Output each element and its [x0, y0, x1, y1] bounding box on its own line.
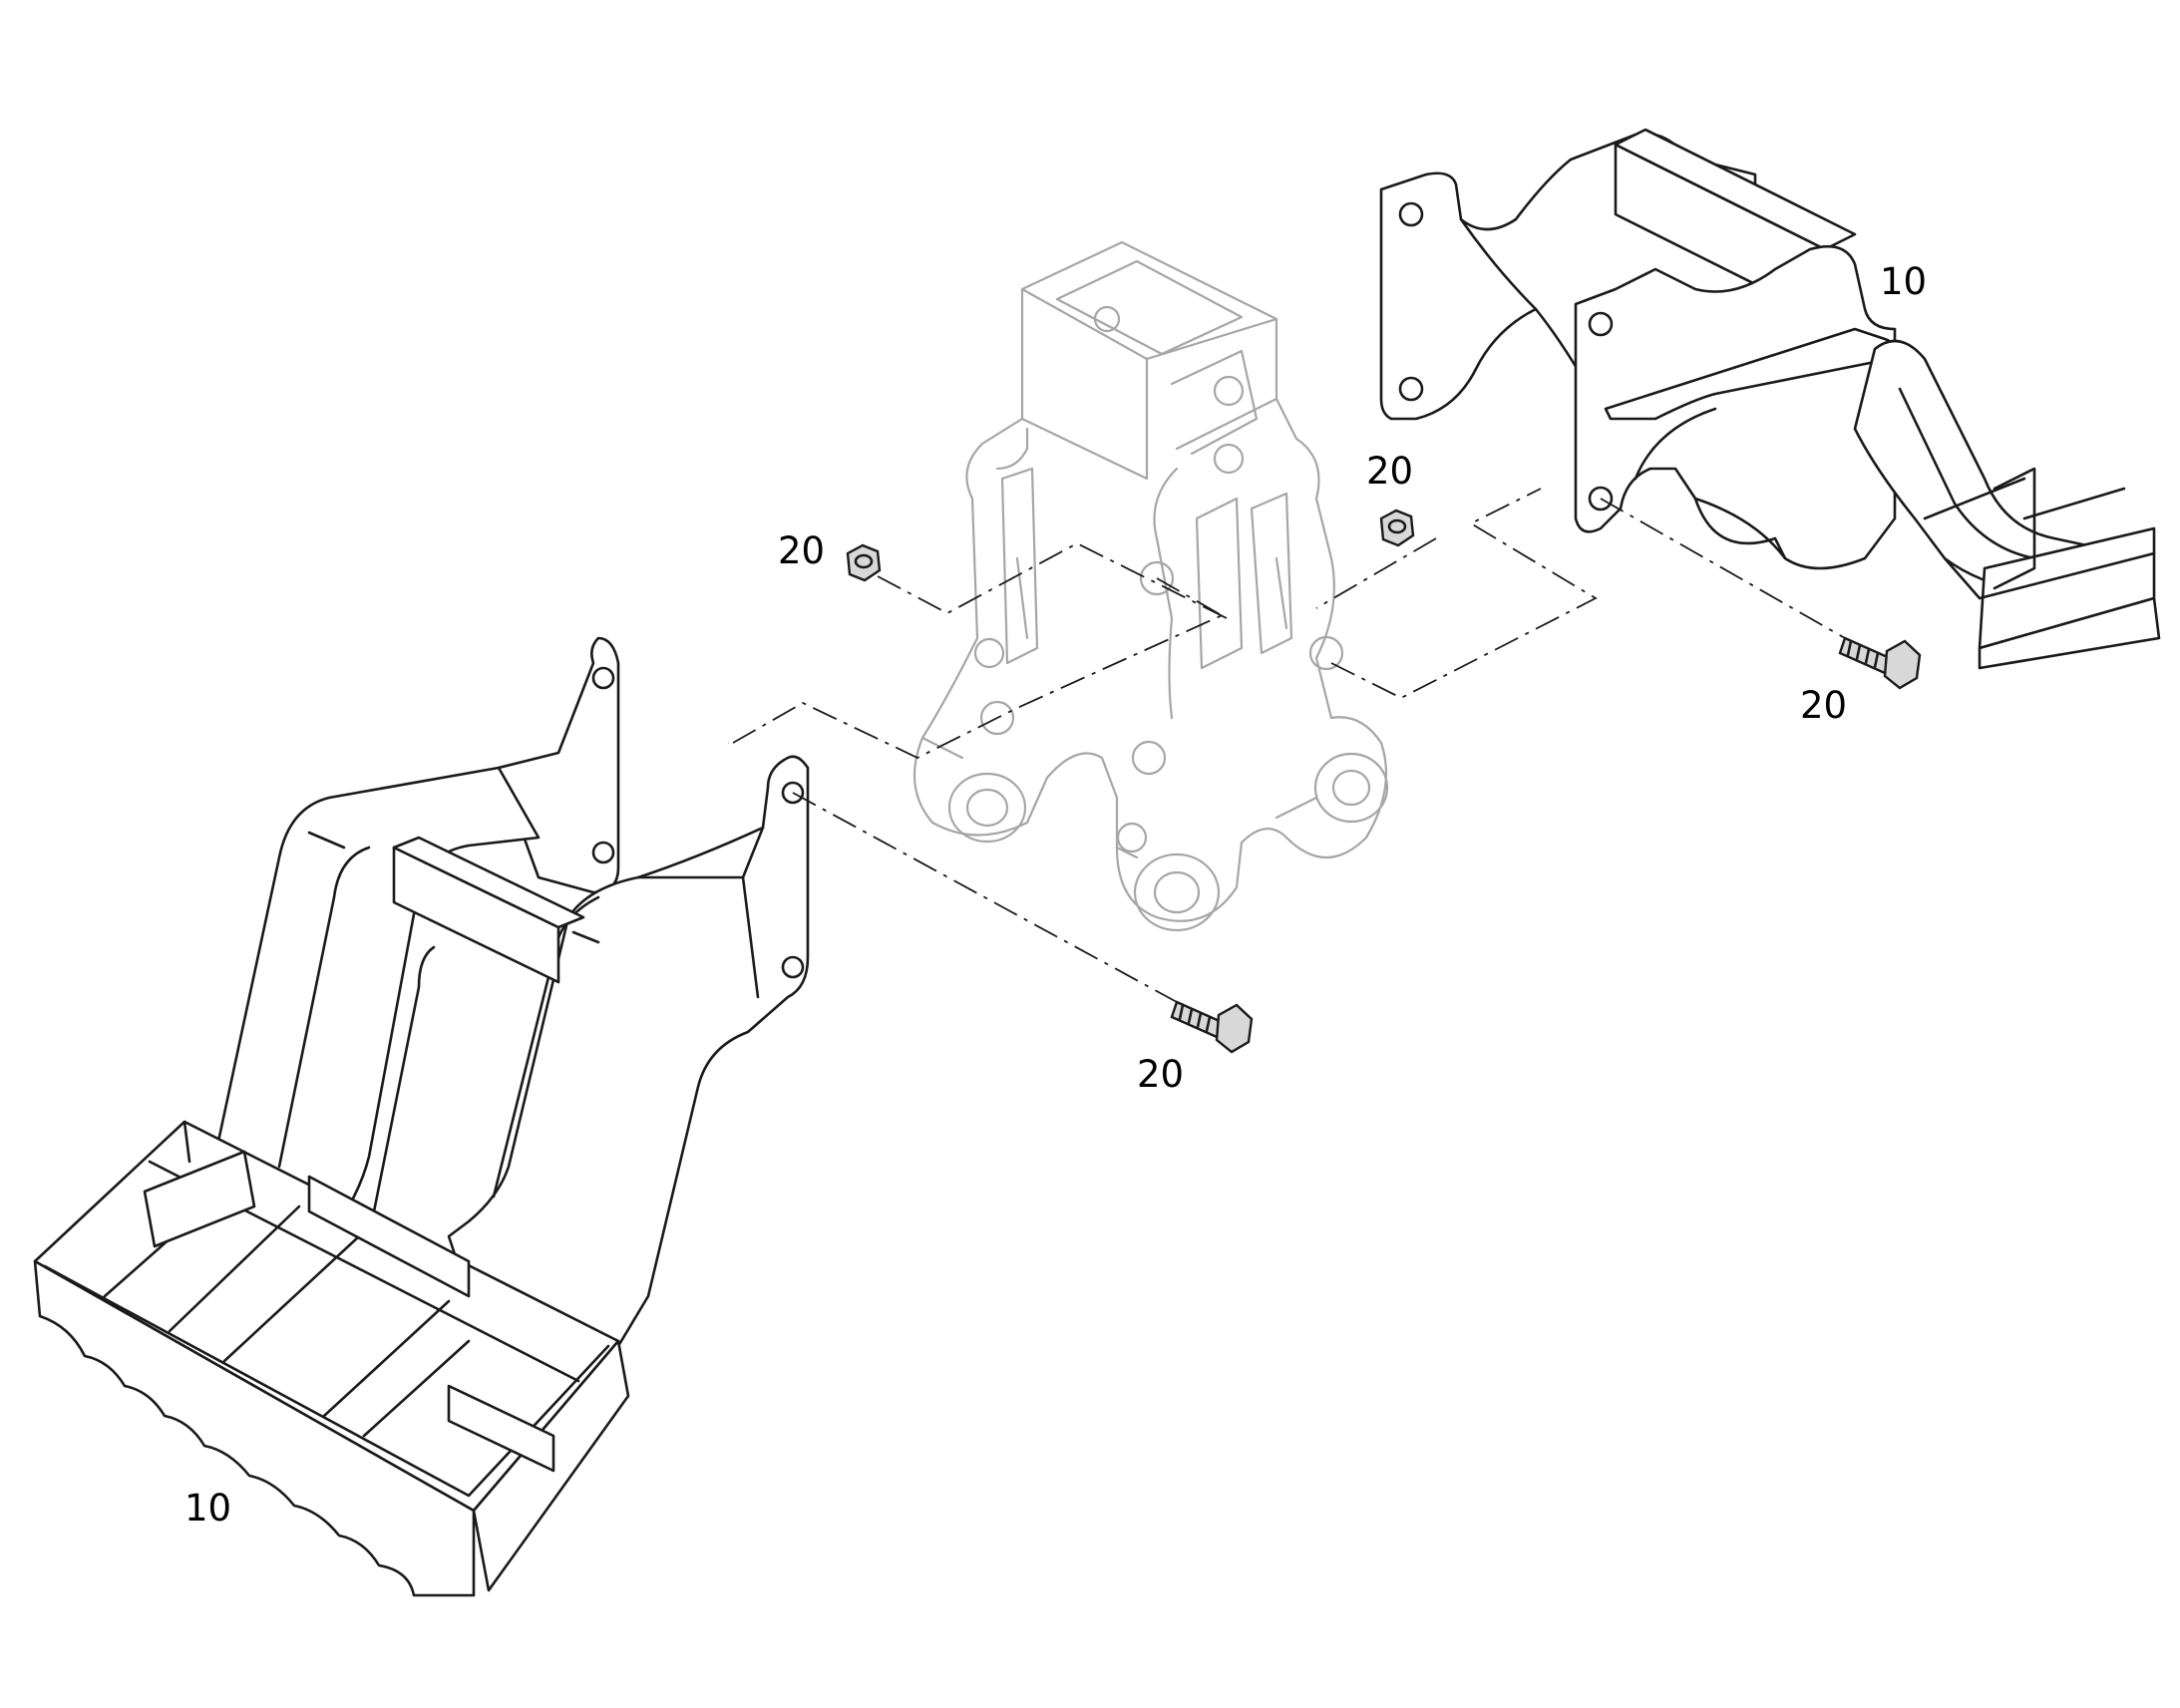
nut-right [1379, 509, 1415, 547]
nut-left [846, 543, 882, 582]
bolt-right [1838, 636, 1922, 690]
bolt-center [1170, 1000, 1254, 1054]
callout-20-nut-left: 20 [778, 529, 825, 572]
step-left [33, 636, 810, 1597]
callout-10-left: 10 [184, 1487, 231, 1530]
callout-20-bolt-right: 20 [1800, 684, 1847, 727]
assembly-lines [732, 488, 1846, 1003]
callout-20-nut-right: 20 [1366, 450, 1413, 493]
step-right [1379, 128, 2161, 670]
callout-20-bolt-center: 20 [1137, 1053, 1184, 1096]
central-bracket-ghost [912, 240, 1389, 932]
callout-10-right: 10 [1880, 260, 1927, 303]
